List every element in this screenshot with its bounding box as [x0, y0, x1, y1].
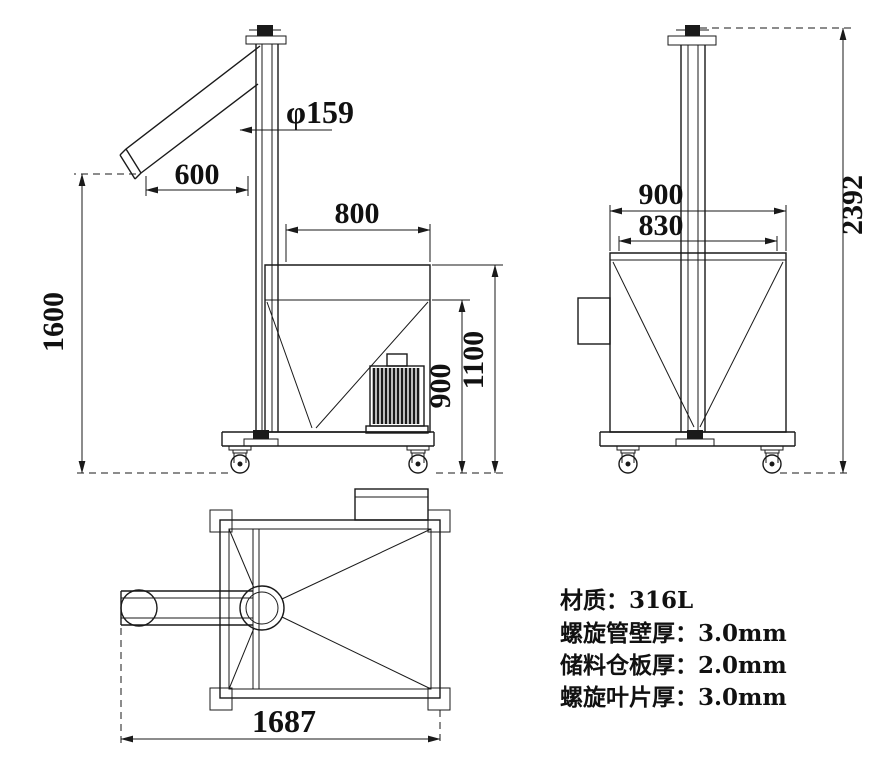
front-view: φ159 600 800 1600 900 1100: [37, 25, 505, 474]
top-flange-side: [667, 35, 717, 46]
base-frame-side: [599, 430, 796, 447]
dim-pipe-diameter: φ159: [286, 94, 354, 130]
side-inlet-box: [577, 297, 611, 345]
side-view: 900 830 2392: [577, 25, 869, 474]
base-frame-front: [221, 430, 435, 447]
spec-notes: 材质：316L 螺旋管壁厚：3.0mm 储料仓板厚：2.0mm 螺旋叶片厚：3.…: [560, 587, 787, 711]
screw-pipe-column: [245, 25, 287, 432]
caster-side-right: [760, 445, 784, 474]
spec-material: 材质：316L: [560, 587, 693, 614]
top-bearing-side: [685, 25, 700, 36]
motor-fan-cap: [386, 353, 408, 367]
top-bearing: [257, 25, 273, 36]
front-dimensions: φ159 600 800 1600 900 1100: [37, 94, 505, 474]
dim-hopper-outer-width: 900: [639, 178, 684, 211]
discharge-chute: [119, 45, 261, 180]
dim-overall-height: 2392: [836, 175, 869, 235]
outlet-pipe-plan: [120, 585, 285, 631]
side-dimensions: 900 830 2392: [609, 27, 869, 474]
dim-hopper-top-height: 1100: [457, 331, 490, 389]
motor-fins: [372, 368, 420, 424]
dim-hopper-height: 900: [424, 364, 457, 409]
caster-front-right: [406, 445, 430, 474]
pipe-end-flange: [120, 589, 158, 627]
dim-chute-reach: 600: [175, 158, 220, 191]
funnel-diagonals: [228, 528, 432, 690]
spec-pipe-wall-thickness: 螺旋管壁厚：3.0mm: [560, 620, 787, 647]
dim-hopper-width: 800: [335, 197, 380, 230]
motor-footprint: [354, 488, 429, 521]
motor: [365, 353, 429, 434]
dim-discharge-height: 1600: [37, 292, 70, 352]
caster-front-left: [228, 445, 252, 474]
bottom-bearing: [253, 430, 269, 439]
corner-pad: [209, 687, 233, 711]
hopper-plan: [209, 488, 451, 711]
screw-housing-circle: [239, 585, 285, 631]
corner-pad: [427, 509, 451, 533]
corner-pad: [209, 509, 233, 533]
spec-blade-thickness: 螺旋叶片厚：3.0mm: [560, 684, 787, 711]
plan-view: 1687: [120, 488, 451, 745]
motor-base: [365, 425, 429, 434]
bottom-bearing-side: [687, 430, 703, 439]
corner-pad: [427, 687, 451, 711]
top-flange: [245, 35, 287, 45]
caster-side-left: [616, 445, 640, 474]
plan-dimensions: 1687: [120, 628, 441, 745]
spec-bin-plate-thickness: 储料仓板厚：2.0mm: [560, 652, 787, 679]
hopper-side: [577, 252, 787, 433]
dim-overall-length: 1687: [252, 703, 316, 739]
dim-hopper-inner-width: 830: [639, 209, 684, 242]
